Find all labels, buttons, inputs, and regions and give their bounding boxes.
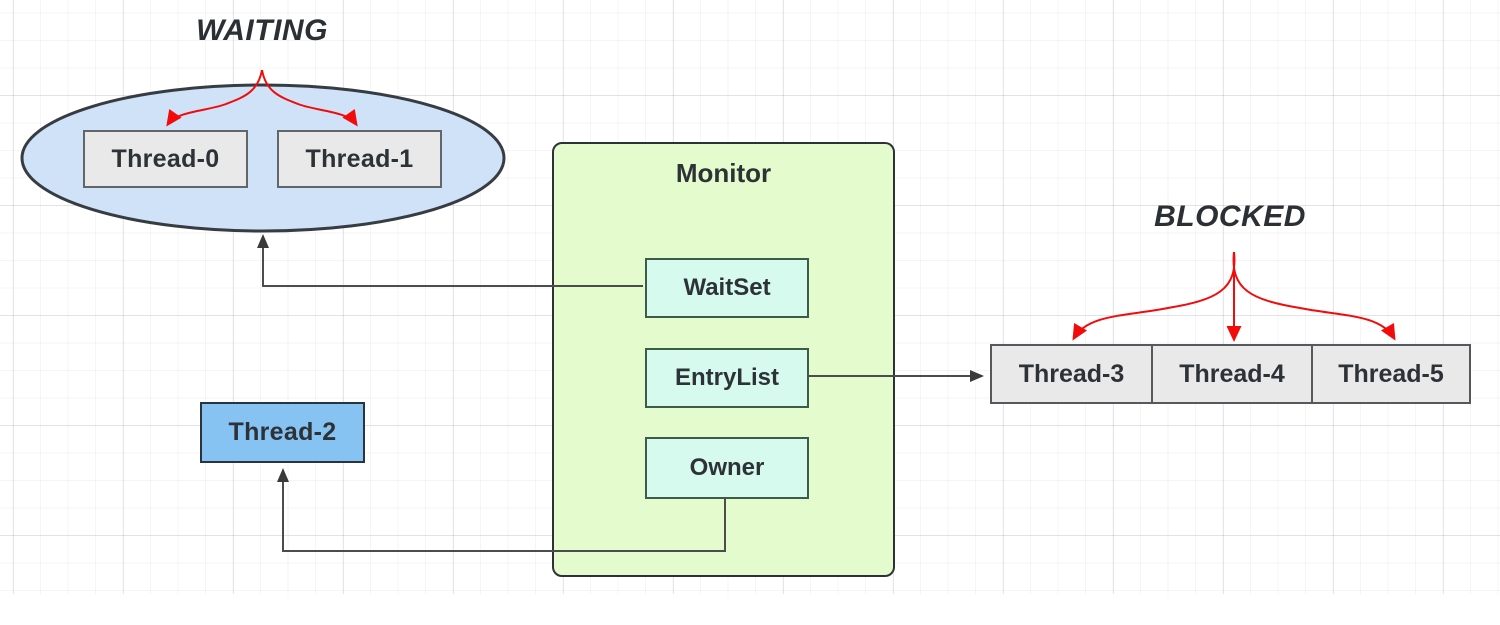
blocked-state-label: BLOCKED (1154, 200, 1306, 233)
entrylist-node: EntryList (645, 348, 809, 408)
thread-4-node: Thread-4 (1151, 344, 1313, 404)
blocked-thread-row: Thread-3 Thread-4 Thread-5 (990, 344, 1471, 404)
monitor-container: Monitor WaitSet EntryList Owner (552, 142, 895, 577)
thread-0-node: Thread-0 (83, 130, 248, 188)
monitor-title: Monitor (675, 158, 772, 188)
thread-1-node: Thread-1 (277, 130, 442, 188)
thread-5-node: Thread-5 (1311, 344, 1471, 404)
owner-node: Owner (645, 437, 809, 499)
waitset-node: WaitSet (645, 258, 809, 318)
waiting-state-label: WAITING (196, 14, 328, 47)
thread-3-node: Thread-3 (990, 344, 1153, 404)
thread-2-node: Thread-2 (200, 402, 365, 463)
